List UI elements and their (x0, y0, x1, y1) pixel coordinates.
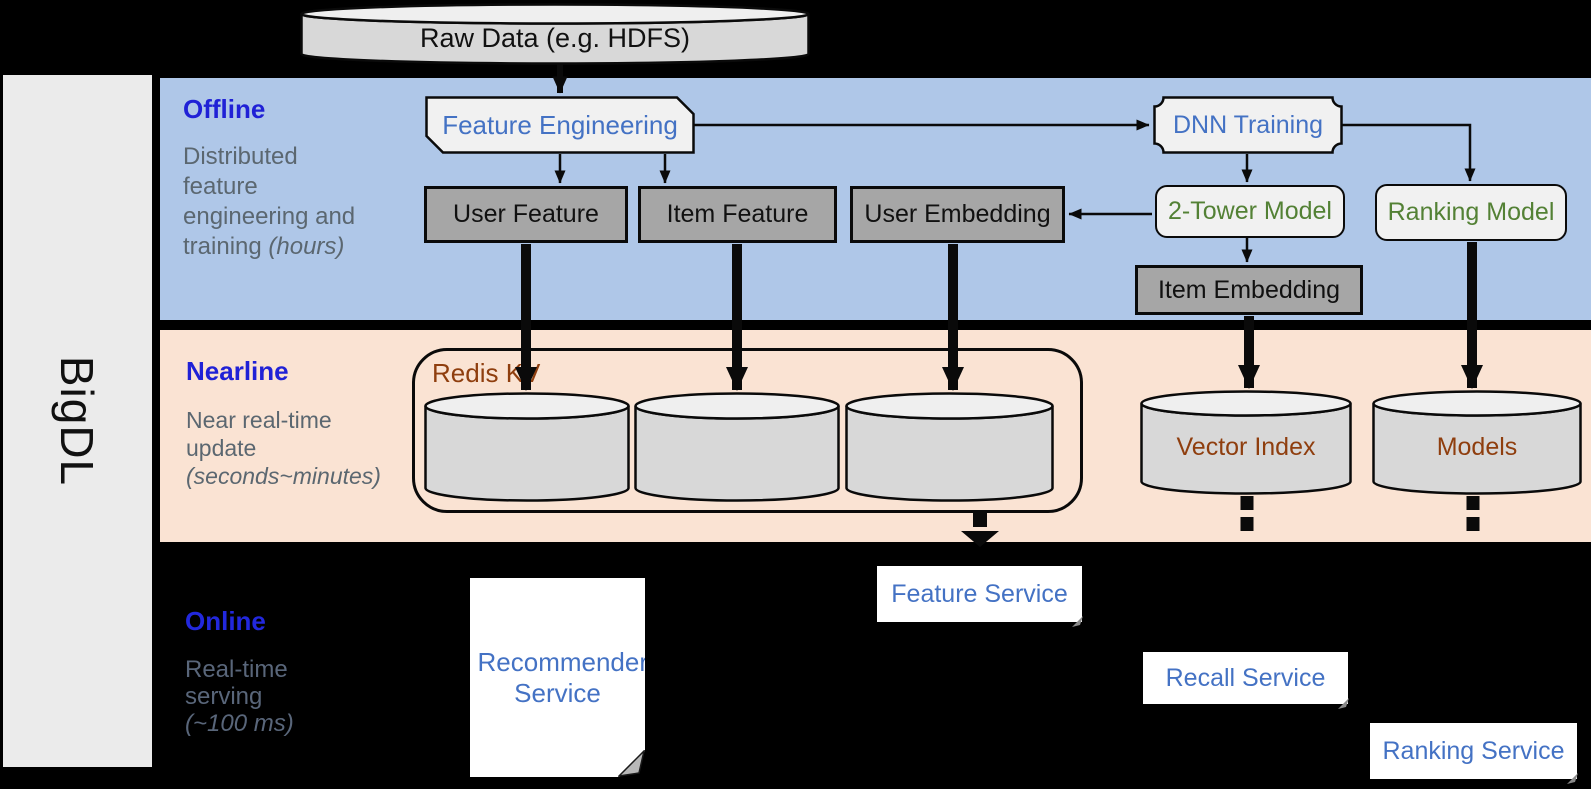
cylinder-shape (1372, 390, 1582, 495)
redis-kv-label: Redis KV (432, 358, 541, 388)
bigdl-brand-text: BigDL (51, 355, 104, 487)
online-desc-line3: (~100 ms) (185, 710, 294, 737)
recommender-service-label: Recommender Service (477, 646, 649, 708)
feature-engineering-node: Feature Engineering (425, 96, 695, 154)
kv-store-cylinder-2 (634, 392, 840, 507)
vector-index-store: Vector Index (1140, 390, 1352, 500)
cylinder-shape (424, 392, 630, 502)
kv-store-cylinder-3 (845, 392, 1054, 507)
page-fold-icon (1072, 616, 1083, 627)
online-description: Real-time serving (~100 ms) (185, 656, 294, 737)
online-desc-line1: Real-time (185, 656, 288, 683)
online-title: Online (185, 606, 266, 636)
ranking-model-label: Ranking Model (1387, 198, 1555, 226)
snip-corner-shape (425, 96, 695, 154)
offline-desc-line2: feature (183, 173, 258, 200)
offline-desc-line4: training (hours) (183, 233, 345, 260)
recommender-service-node: Recommender Service (470, 578, 645, 777)
page-fold-icon (1567, 773, 1578, 784)
user-feature-node: User Feature (424, 186, 628, 243)
recall-service-label: Recall Service (1165, 663, 1326, 692)
feature-service-label: Feature Service (891, 579, 1068, 608)
nearline-desc-line1: Near real-time (186, 407, 332, 433)
two-tower-model-label: 2-Tower Model (1168, 197, 1332, 225)
recall-service-node: Recall Service (1143, 652, 1349, 709)
user-embedding-node: User Embedding (850, 186, 1065, 243)
user-embedding-label: User Embedding (864, 200, 1051, 228)
user-feature-label: User Feature (453, 200, 599, 228)
nearline-desc-line2: update (186, 435, 257, 461)
kv-store-cylinder-1 (424, 392, 630, 507)
bigdl-sidebar: BigDL (3, 75, 152, 767)
document-shape: Recommender Service (470, 578, 645, 777)
nearline-description: Near real-time update (seconds~minutes) (186, 406, 381, 490)
item-feature-label: Item Feature (666, 200, 809, 228)
online-desc-line2: serving (185, 683, 263, 710)
ranking-model-node: Ranking Model (1375, 184, 1567, 241)
two-tower-model-node: 2-Tower Model (1155, 185, 1345, 238)
cylinder-shape (634, 392, 840, 502)
models-store: Models (1372, 390, 1582, 500)
page-fold-icon (1338, 698, 1349, 709)
cylinder-shape (1140, 390, 1352, 495)
raw-data-store: Raw Data (e.g. HDFS) (300, 3, 810, 65)
item-embedding-label: Item Embedding (1157, 275, 1341, 304)
offline-description: Distributed feature engineering and trai… (183, 142, 355, 262)
item-feature-node: Item Feature (638, 186, 837, 243)
offline-desc-line3: engineering and (183, 203, 356, 230)
plaque-shape (1153, 96, 1343, 154)
nearline-desc-line3: (seconds~minutes) (186, 463, 381, 489)
nearline-title: Nearline (186, 356, 289, 386)
cylinder-shape (845, 392, 1054, 502)
ranking-service-node: Ranking Service (1370, 723, 1578, 784)
item-embedding-node: Item Embedding (1135, 265, 1363, 315)
offline-desc-line1: Distributed (183, 143, 298, 170)
page-fold-icon (618, 750, 645, 777)
dnn-training-node: DNN Training (1153, 96, 1343, 154)
offline-title: Offline (183, 94, 266, 124)
redis-kv-container (412, 348, 1083, 513)
feature-service-node: Feature Service (877, 566, 1083, 627)
cylinder-shape (300, 3, 810, 65)
ranking-service-label: Ranking Service (1382, 736, 1565, 765)
